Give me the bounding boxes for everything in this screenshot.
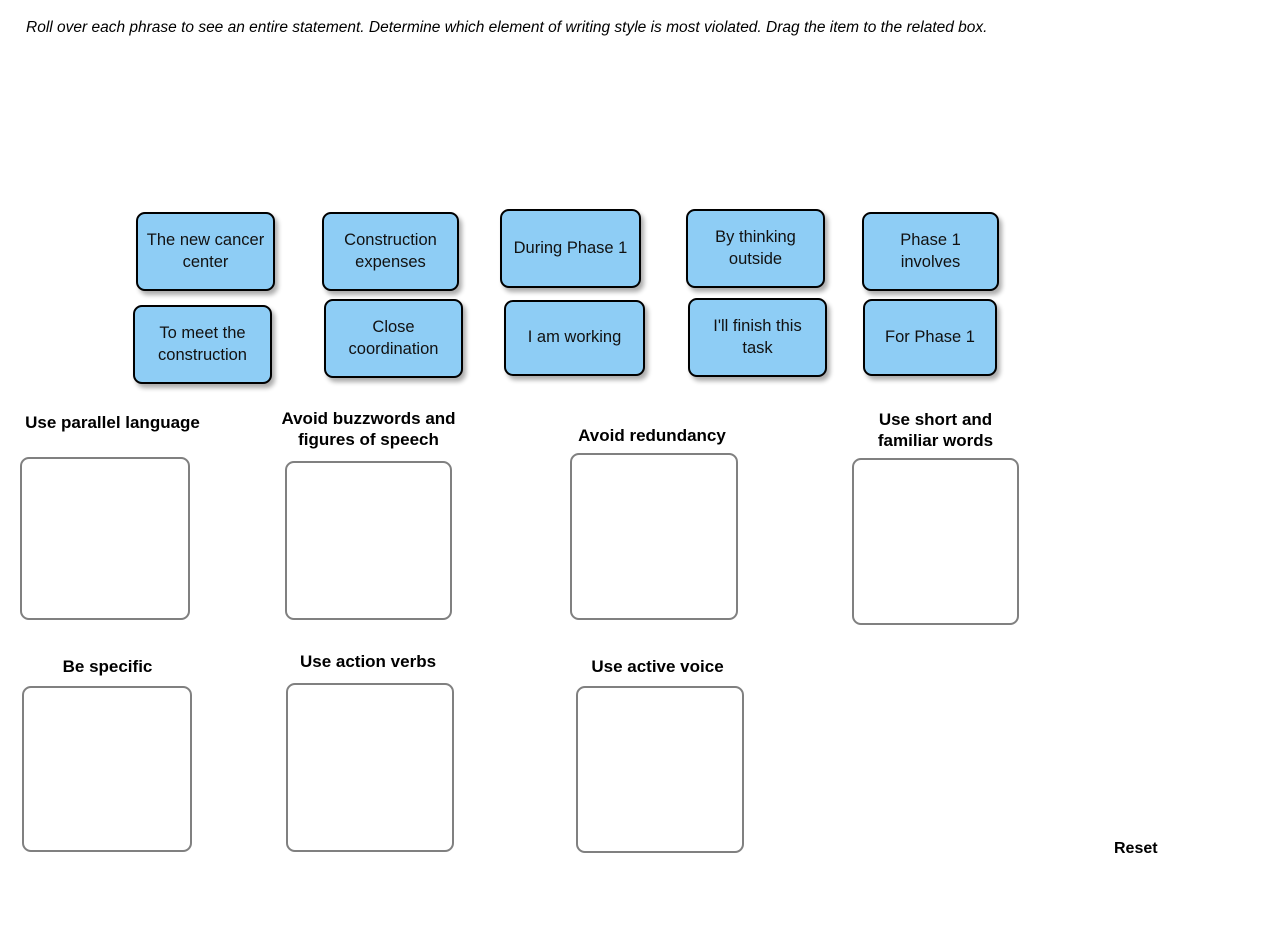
drop-zone-label: Use short and familiar words bbox=[877, 410, 994, 451]
drop-zone-box[interactable] bbox=[576, 686, 744, 853]
phrase-tile[interactable]: The new cancer center bbox=[136, 212, 275, 291]
reset-button[interactable]: Reset bbox=[1114, 840, 1158, 857]
drop-zone-box[interactable] bbox=[852, 458, 1019, 625]
phrase-tile[interactable]: I'll finish this task bbox=[688, 298, 827, 377]
phrase-tile[interactable]: Phase 1 involves bbox=[862, 212, 999, 291]
drop-zone-box[interactable] bbox=[22, 686, 192, 852]
phrase-tile[interactable]: I am working bbox=[504, 300, 645, 376]
instructions-text: Roll over each phrase to see an entire s… bbox=[26, 19, 988, 36]
drop-zone-label: Avoid buzzwords and figures of speech bbox=[281, 409, 456, 450]
drop-zone-label: Use parallel language bbox=[25, 413, 200, 432]
phrase-tile[interactable]: By thinking outside bbox=[686, 209, 825, 288]
phrase-tile[interactable]: To meet the construction bbox=[133, 305, 272, 384]
phrase-tile[interactable]: Construction expenses bbox=[322, 212, 459, 291]
phrase-tile[interactable]: During Phase 1 bbox=[500, 209, 641, 288]
phrase-tile[interactable]: Close coordination bbox=[324, 299, 463, 378]
drop-zone-label: Avoid redundancy bbox=[578, 426, 726, 445]
drop-zone-label: Use active voice bbox=[591, 657, 724, 676]
drop-zone-box[interactable] bbox=[570, 453, 738, 620]
drop-zone-box[interactable] bbox=[285, 461, 452, 620]
drop-zone-box[interactable] bbox=[20, 457, 190, 620]
drop-zone-label: Use action verbs bbox=[299, 652, 437, 671]
phrase-tile[interactable]: For Phase 1 bbox=[863, 299, 997, 376]
drop-zone-label: Be specific bbox=[62, 657, 153, 676]
drop-zone-box[interactable] bbox=[286, 683, 454, 852]
